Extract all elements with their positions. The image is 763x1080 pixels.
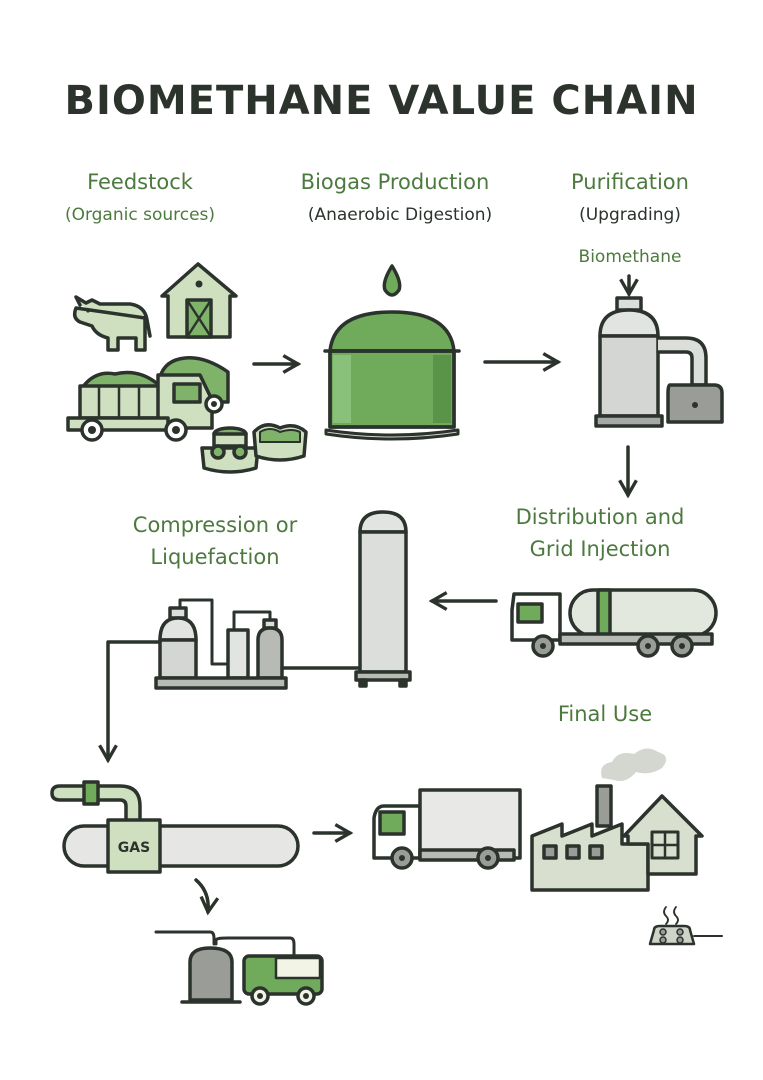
- stove-icon: [648, 906, 723, 946]
- upgrading-unit-icon: [594, 274, 724, 428]
- storage-tank-icon: [354, 510, 412, 688]
- barn-icon: [160, 262, 238, 339]
- biogas-sublabel: (Anaerobic Digestion): [307, 205, 493, 225]
- flow-arrow-6: [194, 878, 220, 916]
- compression-label-line1: Compression or: [132, 513, 298, 537]
- house-icon: [622, 794, 704, 876]
- factory-icon: [530, 784, 650, 892]
- compression-label-line2: Liquefaction: [150, 545, 280, 569]
- feedstock-label: Feedstock: [87, 170, 193, 194]
- tanker-truck-icon: [510, 588, 718, 658]
- digester-tank-icon: [323, 310, 461, 441]
- cow-icon: [72, 295, 152, 352]
- purification-label: Purification: [571, 170, 689, 194]
- final-use-label: Final Use: [557, 702, 653, 726]
- compressor-icon: [98, 598, 360, 764]
- distribution-label-line2: Grid Injection: [529, 537, 671, 561]
- gas-pipeline-icon: [50, 780, 300, 874]
- smoke-icon: [601, 748, 667, 781]
- biomethane-output-label: Biomethane: [578, 247, 682, 267]
- feedstock-truck-icon: [66, 356, 230, 442]
- purification-sublabel: (Upgrading): [579, 205, 681, 225]
- page-title: BIOMETHANE VALUE CHAIN: [64, 78, 699, 124]
- feedstock-sublabel: (Organic sources): [64, 205, 216, 225]
- gas-tag: GAS: [118, 840, 150, 856]
- silage-bins-icon: [200, 423, 308, 474]
- fueling-station-icon: [154, 930, 324, 1006]
- delivery-truck-icon: [372, 788, 522, 870]
- biogas-label: Biogas Production: [300, 170, 490, 194]
- distribution-label-line1: Distribution and: [515, 505, 685, 529]
- droplet-icon: [382, 264, 402, 297]
